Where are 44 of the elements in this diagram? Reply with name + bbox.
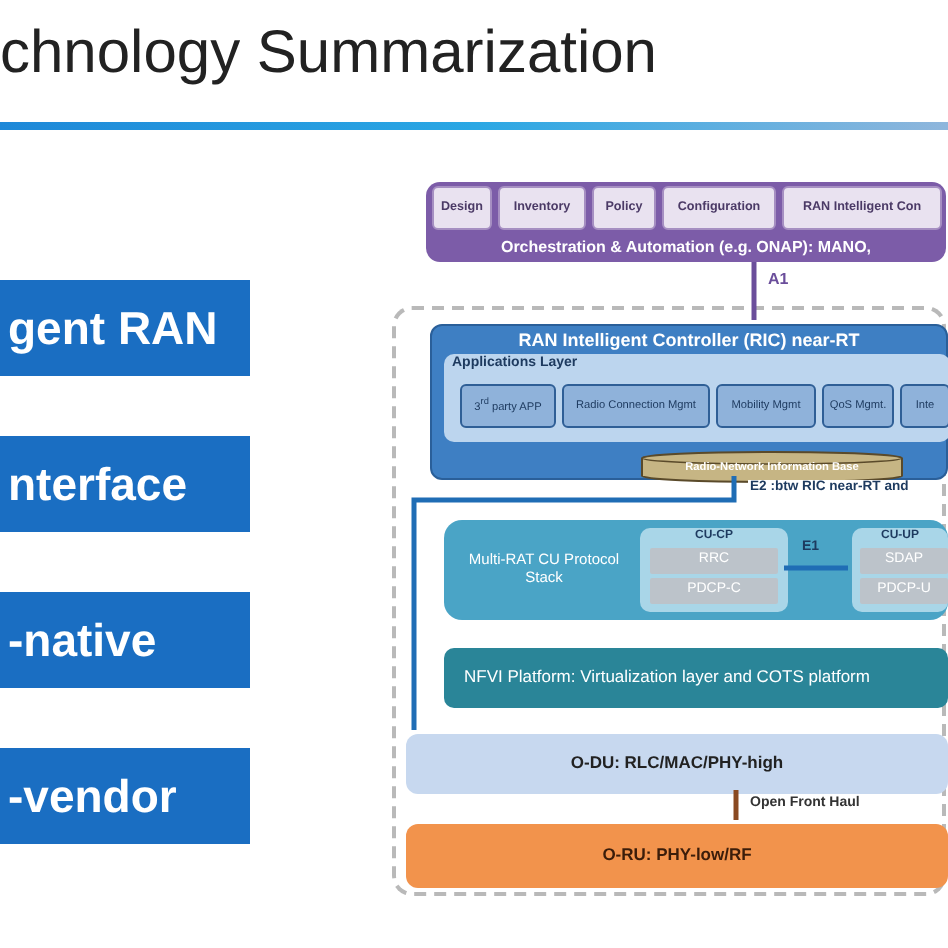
- connector-line: [784, 565, 848, 571]
- app-box: [900, 384, 948, 428]
- function-tab: [498, 186, 586, 230]
- controller-panel: [430, 324, 948, 480]
- node-label: gent RAN: [8, 301, 218, 355]
- feature-banner: [0, 748, 250, 844]
- function-tab: [432, 186, 492, 230]
- orchestration-bar: [426, 182, 946, 262]
- function-tab: [592, 186, 656, 230]
- node-label: NFVI Platform: Virtualization layer and COTS platform: [464, 668, 870, 688]
- layer-panel: [444, 354, 948, 442]
- protocol-box: [650, 548, 778, 574]
- function-tab: [662, 186, 776, 230]
- connector-line: [733, 790, 739, 820]
- database-cylinder: [642, 452, 902, 482]
- app-box: [562, 384, 710, 428]
- platform-bar: [444, 648, 948, 708]
- protocol-box: [860, 578, 948, 604]
- unit-box: [852, 528, 948, 612]
- feature-banner: [0, 280, 250, 376]
- protocol-stack-panel: [444, 520, 948, 620]
- node-label: -native: [8, 613, 157, 667]
- dashed-container: [392, 306, 946, 896]
- app-box: [460, 384, 556, 428]
- feature-banner: [0, 436, 250, 532]
- function-tab: [782, 186, 942, 230]
- unit-bar: [406, 824, 948, 888]
- node-label: nterface: [8, 457, 187, 511]
- unit-bar: [406, 734, 948, 794]
- protocol-box: [860, 548, 948, 574]
- app-box: [716, 384, 816, 428]
- node-label: RAN Intelligent Controller (RIC) near-RT: [518, 330, 860, 351]
- unit-box: [640, 528, 788, 612]
- slide-title: chnology Summarization: [0, 20, 657, 88]
- protocol-box: [650, 578, 778, 604]
- node-label: Orchestration & Automation (e.g. ONAP): MANO,: [500, 237, 872, 256]
- feature-banner: [0, 592, 250, 688]
- edge-label: A1: [766, 272, 791, 290]
- connector-line: [751, 262, 757, 320]
- app-box: [822, 384, 894, 428]
- node-label: O-DU: RLC/MAC/PHY-high: [570, 754, 784, 774]
- connector-line: [411, 476, 737, 730]
- node-label: O-RU: PHY-low/RF: [602, 846, 752, 866]
- node-label: -vendor: [8, 769, 177, 823]
